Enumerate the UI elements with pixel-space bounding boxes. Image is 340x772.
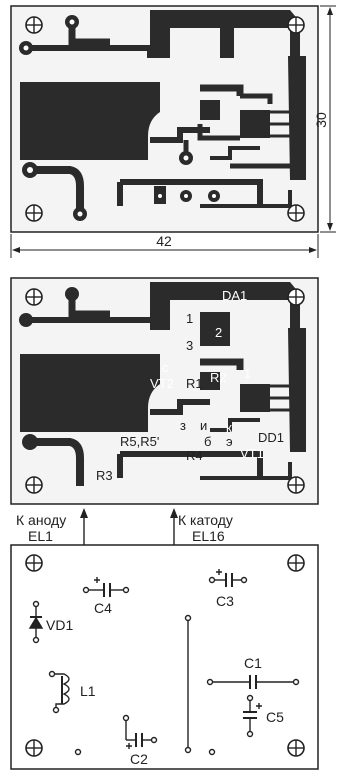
label-r1: R1 [186,376,203,391]
capacitor-c2-icon [122,714,158,749]
label-c4: C4 [94,600,112,616]
cathode-label-line1: К катоду [178,512,233,528]
pad-icon [74,748,82,756]
diode-vd1-icon [28,600,44,644]
mounting-hole-icon [25,16,43,34]
label-r5: R5,R5' [120,434,159,449]
label-pin1: 1 [186,311,193,326]
label-vt1: VT1 [240,446,264,461]
wire-pad-icon [184,614,192,622]
label-c1: C1 [244,655,262,671]
mounting-hole-icon [287,739,305,757]
label-e: э [226,434,233,449]
width-dimension-label: 42 [156,233,172,249]
label-c2: C2 [130,751,148,767]
mounting-hole-icon [287,204,305,222]
mounting-hole-icon [287,16,305,34]
height-dimension-label: 30 [313,112,329,128]
mounting-hole-icon [287,476,305,494]
wire-pad-icon [184,746,192,754]
label-dd1-pin1: 1 [244,366,251,381]
mounting-hole-icon [25,204,43,222]
label-c3: C3 [216,593,234,609]
capacitor-c5-icon [243,694,262,738]
board-1-traces [19,10,306,221]
capacitor-c1-icon [206,675,300,689]
anode-label-line1: К аноду [16,512,66,528]
capacitor-c3-icon [208,569,248,587]
label-dd1: DD1 [258,430,284,445]
label-i: и [200,418,207,433]
pad-icon [208,748,216,756]
label-pin3: 3 [186,338,193,353]
label-r2: R2 [210,370,227,385]
label-k: к [226,420,232,435]
capacitor-c4-icon [82,577,130,597]
mounting-hole-icon [25,739,43,757]
label-b: б [204,434,211,449]
label-vt2: VT2 [150,376,174,391]
mounting-hole-icon [287,554,305,572]
label-c: c [162,360,169,375]
board-1-pad-holes [23,19,216,217]
board-2-labelled: DA1 1 2 3 c VT2 R1 R2 1 з и к э б DD1 VT… [10,277,319,505]
mounting-hole-icon [25,554,43,572]
anode-label-line2: EL1 [28,528,53,544]
cathode-label-line2: EL16 [192,528,225,544]
label-c5: C5 [266,709,284,725]
mounting-hole-icon [287,288,305,306]
label-da1: DA1 [222,288,247,303]
label-r3: R3 [96,468,113,483]
label-r4: R4 [186,448,203,463]
inductor-l1-icon [48,670,70,714]
label-l1: L1 [80,683,96,699]
label-pin2: 2 [215,325,222,340]
board-3-components: C4 C3 VD1 C1 L1 C5 C2 [10,544,319,770]
mounting-hole-icon [25,476,43,494]
mounting-hole-icon [25,288,43,306]
label-vd1: VD1 [46,617,73,633]
board-1-copper: 42 30 [10,5,336,258]
board-3-outline [10,544,319,770]
board-2-traces [19,282,306,486]
board-1-dimensions [10,5,336,258]
label-z: з [180,418,186,433]
